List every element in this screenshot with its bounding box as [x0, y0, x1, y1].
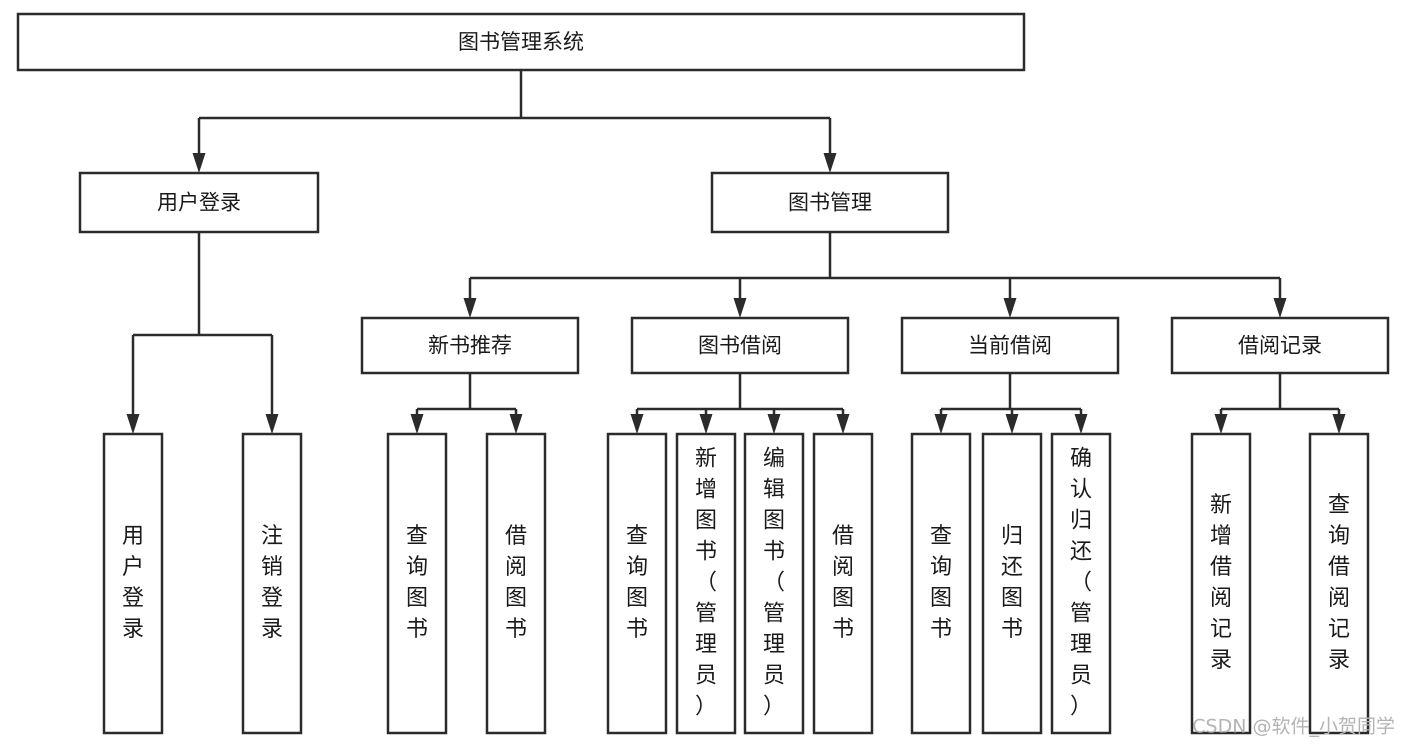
node-leaf-query-book-2[interactable]: 查询图书	[606, 432, 668, 735]
node-box-user-login	[78, 171, 320, 234]
node-label-new-book-recommend: 新书推荐	[428, 334, 512, 358]
node-leaf-user-login[interactable]: 用户登录	[102, 432, 164, 735]
node-leaf-add-borrow-record[interactable]: 新增借阅记录	[1190, 432, 1252, 735]
node-label-root: 图书管理系统	[458, 30, 584, 54]
node-leaf-query-borrow-record[interactable]: 查询借阅记录	[1308, 432, 1370, 735]
node-label-leaf-query-book-2: 查询图书	[626, 524, 648, 642]
connector-edge-br-fan	[1214, 373, 1346, 434]
node-box-leaf-return-book	[981, 432, 1043, 735]
node-box-borrow-record	[1170, 316, 1390, 375]
node-label-book-management: 图书管理	[788, 191, 872, 215]
connector-edge-root-fan	[192, 70, 837, 173]
node-box-current-borrow	[900, 316, 1120, 375]
node-box-leaf-borrow-book-1	[485, 432, 547, 735]
node-leaf-confirm-return[interactable]: 确认归还（管理员）	[1050, 432, 1112, 735]
node-box-leaf-add-book	[675, 432, 737, 735]
node-leaf-edit-book[interactable]: 编辑图书（管理员）	[743, 432, 805, 735]
node-leaf-logout-login[interactable]: 注销登录	[241, 432, 303, 735]
connector-edge-bm-fan	[463, 232, 1287, 318]
node-box-leaf-query-book-3	[910, 432, 972, 735]
node-label-leaf-return-book: 归还图书	[1001, 524, 1023, 642]
node-box-leaf-query-book-2	[606, 432, 668, 735]
node-label-borrow-record: 借阅记录	[1238, 334, 1322, 358]
node-leaf-borrow-book-1[interactable]: 借阅图书	[485, 432, 547, 735]
node-label-user-login: 用户登录	[157, 191, 241, 215]
connector-edge-nbr-fan	[410, 373, 523, 434]
node-box-new-book-recommend	[360, 316, 580, 375]
node-label-leaf-confirm-return: 确认归还（管理员）	[1070, 447, 1092, 720]
node-user-login[interactable]: 用户登录	[78, 171, 320, 234]
node-label-leaf-borrow-book-1: 借阅图书	[505, 524, 527, 642]
node-box-leaf-logout-login	[241, 432, 303, 735]
connector-edge-ul-fan	[126, 232, 279, 434]
node-book-management[interactable]: 图书管理	[710, 171, 950, 234]
node-book-borrow[interactable]: 图书借阅	[630, 316, 850, 375]
node-box-book-borrow	[630, 316, 850, 375]
node-box-leaf-query-book-1	[386, 432, 448, 735]
node-borrow-record[interactable]: 借阅记录	[1170, 316, 1390, 375]
node-box-leaf-confirm-return	[1050, 432, 1112, 735]
node-box-book-management	[710, 171, 950, 234]
node-label-leaf-edit-book: 编辑图书（管理员）	[763, 447, 785, 720]
connector-edge-cb-fan	[934, 373, 1088, 434]
node-label-leaf-add-book: 新增图书（管理员）	[695, 447, 717, 720]
node-label-leaf-add-borrow-record: 新增借阅记录	[1210, 493, 1232, 673]
connector-edge-bb-fan	[630, 373, 850, 434]
node-label-leaf-query-book-1: 查询图书	[406, 524, 428, 642]
node-label-leaf-query-borrow-record: 查询借阅记录	[1328, 493, 1350, 673]
node-box-leaf-borrow-book-2	[812, 432, 874, 735]
node-root[interactable]: 图书管理系统	[16, 12, 1026, 72]
node-box-leaf-query-borrow-record	[1308, 432, 1370, 735]
node-leaf-query-book-3[interactable]: 查询图书	[910, 432, 972, 735]
node-leaf-return-book[interactable]: 归还图书	[981, 432, 1043, 735]
node-label-leaf-logout-login: 注销登录	[261, 524, 283, 642]
node-leaf-add-book[interactable]: 新增图书（管理员）	[675, 432, 737, 735]
node-leaf-query-book-1[interactable]: 查询图书	[386, 432, 448, 735]
node-leaf-borrow-book-2[interactable]: 借阅图书	[812, 432, 874, 735]
connector-layer	[126, 70, 1346, 434]
watermark-layer: CSDN @软件_小贺同学	[1192, 716, 1395, 738]
node-box-leaf-user-login	[102, 432, 164, 735]
node-label-leaf-query-book-3: 查询图书	[930, 524, 952, 642]
node-label-leaf-borrow-book-2: 借阅图书	[832, 524, 854, 642]
csdn-watermark: CSDN @软件_小贺同学	[1192, 716, 1395, 738]
node-label-book-borrow: 图书借阅	[698, 334, 782, 358]
node-label-current-borrow: 当前借阅	[968, 334, 1052, 358]
node-current-borrow[interactable]: 当前借阅	[900, 316, 1120, 375]
node-box-leaf-add-borrow-record	[1190, 432, 1252, 735]
node-label-leaf-user-login: 用户登录	[122, 524, 144, 642]
node-box-root	[16, 12, 1026, 72]
node-new-book-recommend[interactable]: 新书推荐	[360, 316, 580, 375]
node-box-leaf-edit-book	[743, 432, 805, 735]
node-layer: 图书管理系统用户登录图书管理新书推荐图书借阅当前借阅借阅记录用户登录注销登录查询…	[16, 12, 1390, 735]
